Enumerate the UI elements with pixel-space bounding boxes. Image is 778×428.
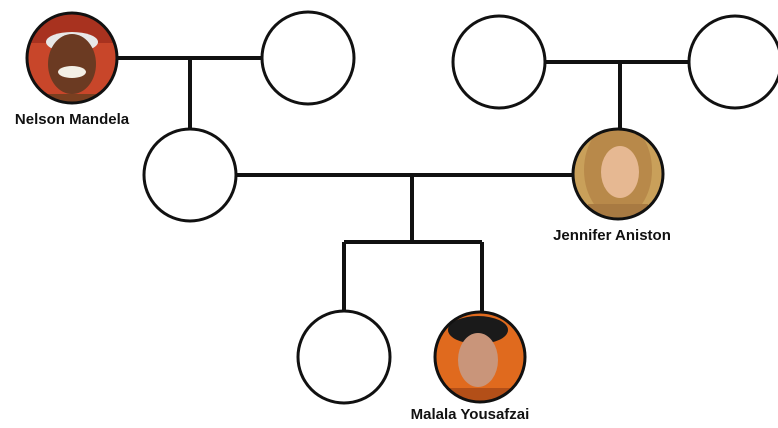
malala-yousafzai-portrait — [435, 312, 525, 402]
nelson-mandela-label: Nelson Mandela — [15, 111, 130, 128]
nelson-mandela-node: Nelson Mandela — [15, 11, 130, 128]
person-node-grandparent-3 — [451, 14, 547, 110]
person-node-grandparent-2 — [260, 10, 356, 106]
person-node-parent-1 — [142, 127, 238, 223]
nelson-mandela-portrait — [27, 13, 117, 103]
jennifer-aniston-portrait — [573, 129, 663, 219]
jennifer-aniston-node: Jennifer Aniston — [553, 127, 671, 244]
jennifer-aniston-label: Jennifer Aniston — [553, 227, 671, 244]
malala-yousafzai-node: Malala Yousafzai — [411, 310, 530, 423]
connector-lines — [117, 56, 692, 312]
empty-person-nodes — [142, 10, 778, 405]
person-node-child-1 — [296, 309, 392, 405]
malala-yousafzai-label: Malala Yousafzai — [411, 406, 530, 423]
person-node-grandparent-4 — [687, 14, 778, 110]
